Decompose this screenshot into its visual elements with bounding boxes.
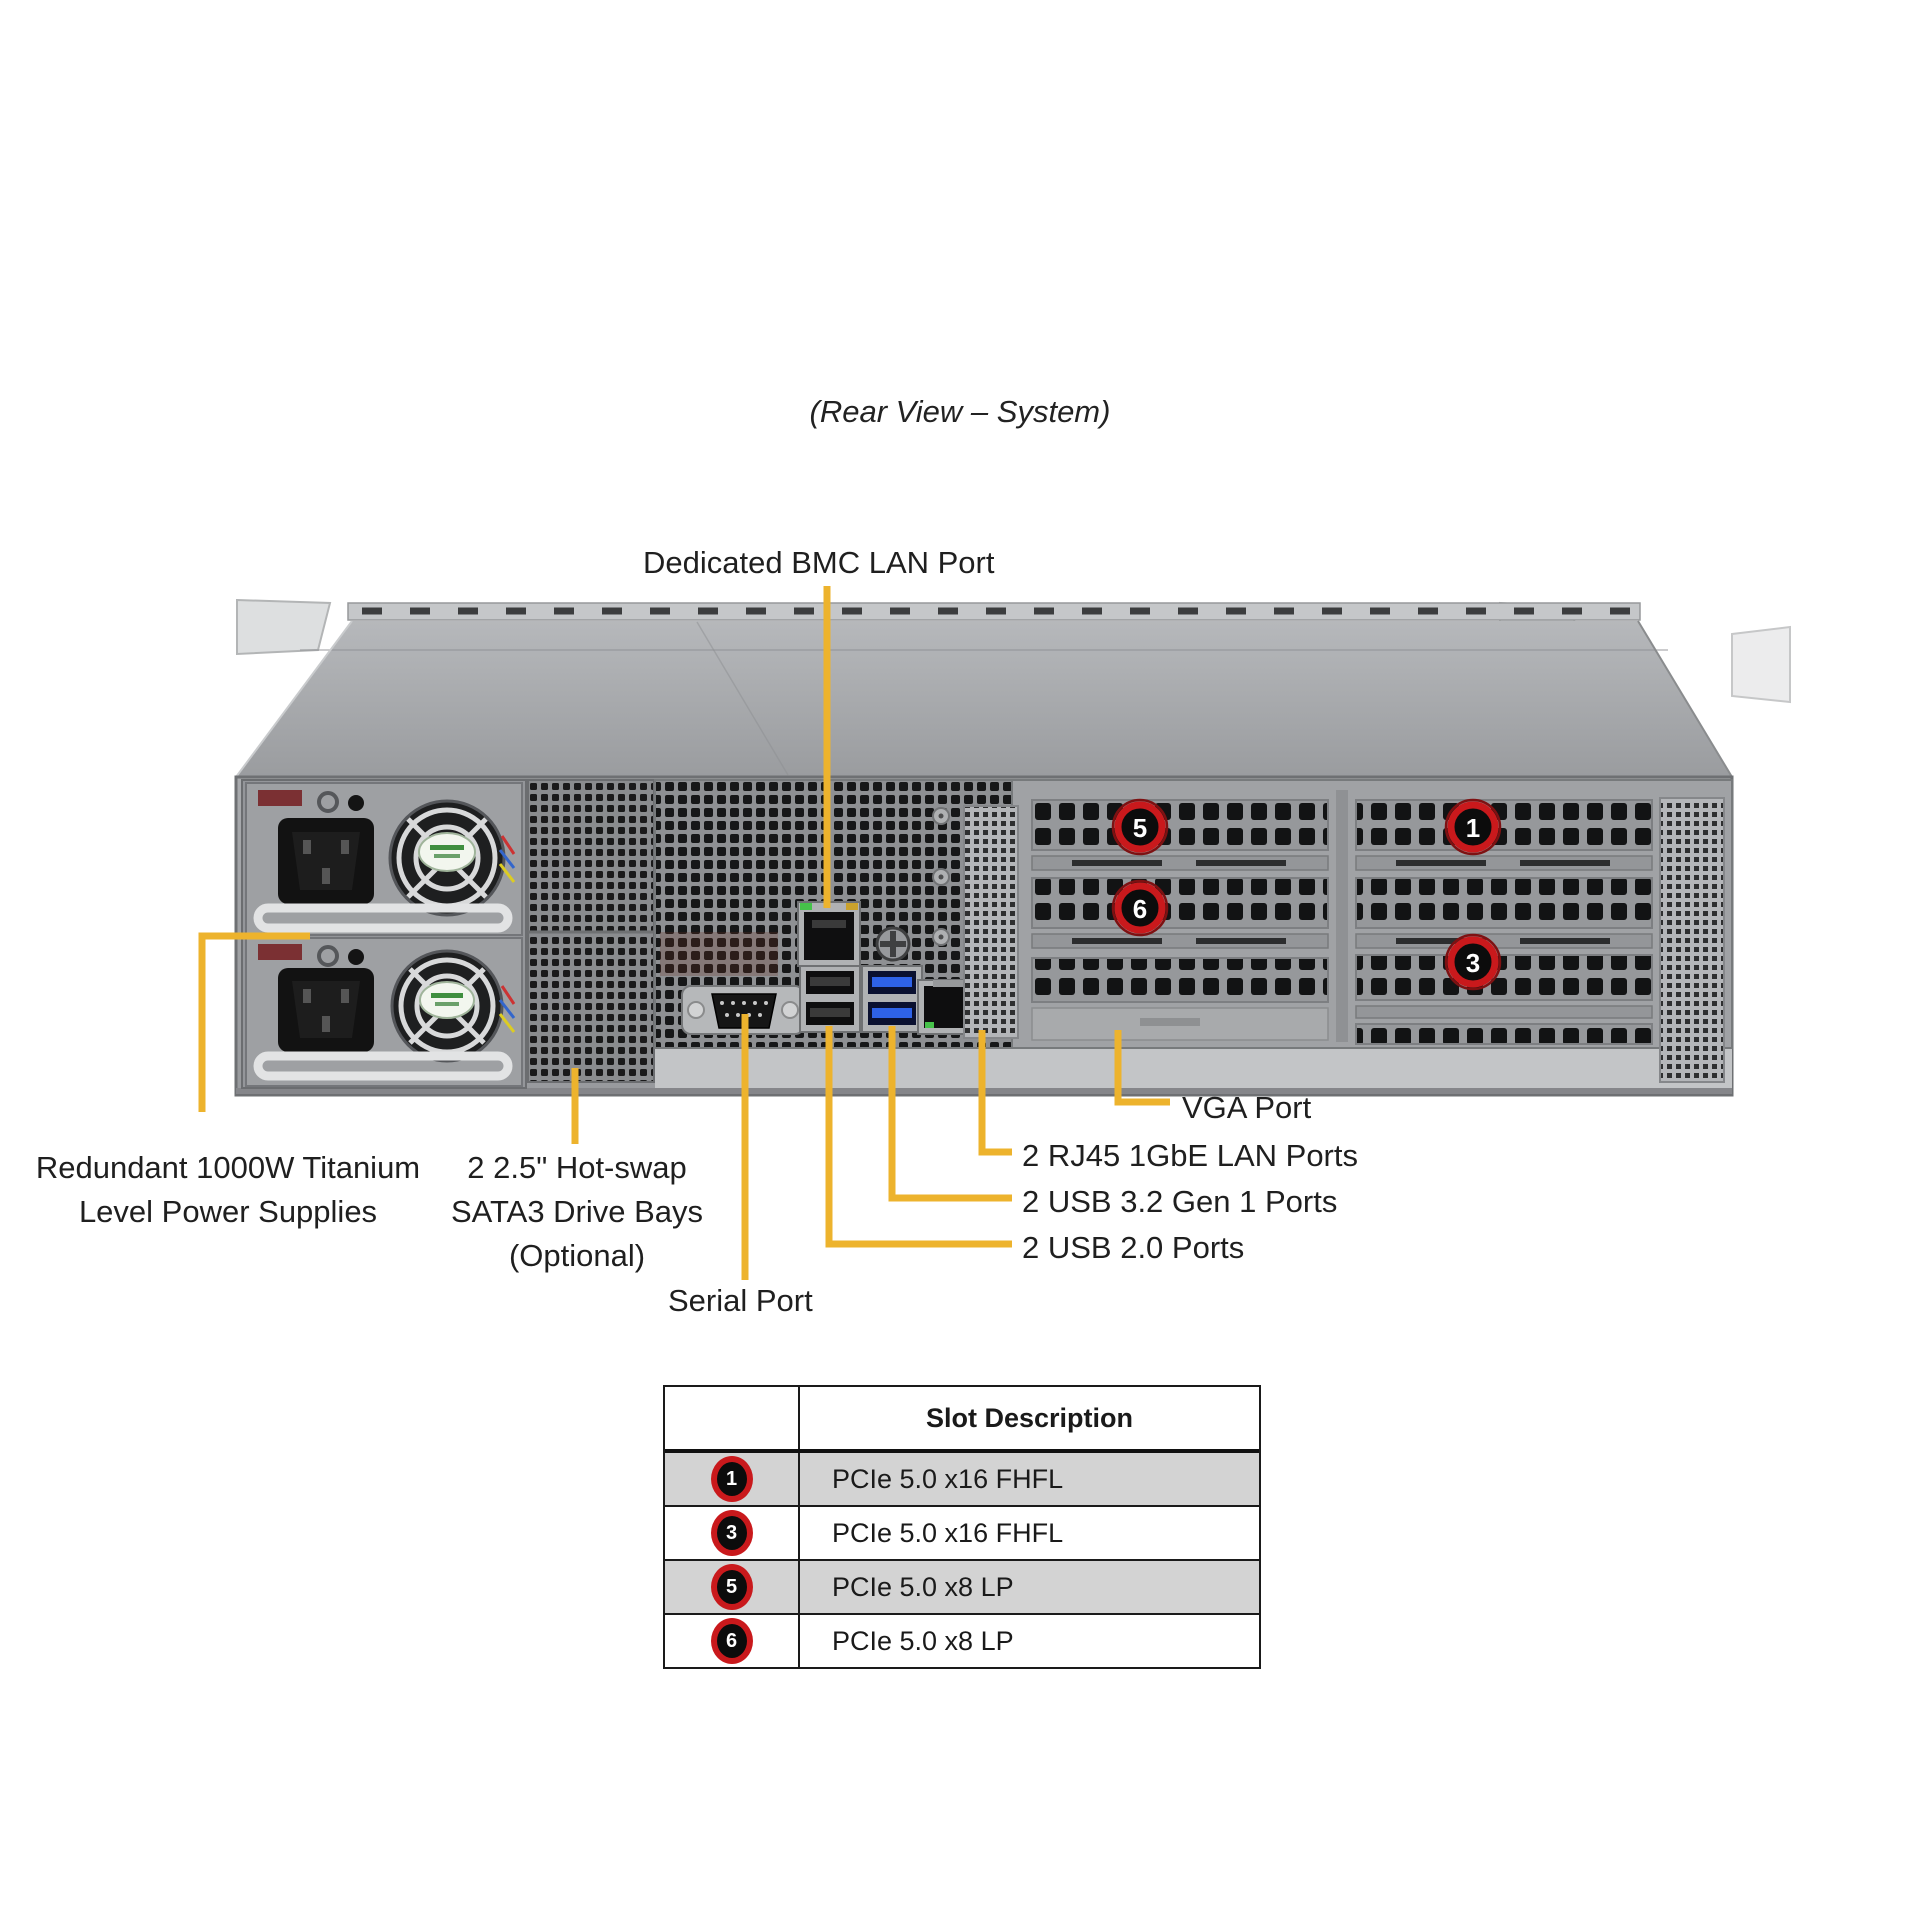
leader-lan bbox=[978, 1030, 1012, 1156]
usb3-ports bbox=[861, 965, 923, 1033]
slot-badge-5: 5 bbox=[710, 1564, 753, 1610]
callout-power-supplies-line2: Level Power Supplies bbox=[78, 1194, 378, 1229]
io-panel bbox=[654, 779, 1167, 1049]
table-row: 6 PCIe 5.0 x8 LP bbox=[665, 1615, 1259, 1667]
io-vent-red bbox=[660, 932, 778, 976]
pcie-lp-column bbox=[1031, 799, 1329, 1041]
pcie-slot-area bbox=[963, 779, 1733, 1083]
pcie-column-divider bbox=[1336, 790, 1348, 1042]
callout-vga: VGA Port bbox=[1182, 1090, 1312, 1125]
callout-usb32: 2 USB 3.2 Gen 1 Ports bbox=[1022, 1184, 1338, 1219]
callout-drive-bays-line2: SATA3 Drive Bays bbox=[450, 1194, 704, 1229]
table-row: 3 PCIe 5.0 x16 FHFL bbox=[665, 1507, 1259, 1561]
leader-vga bbox=[1114, 1030, 1170, 1106]
psu-upper bbox=[245, 782, 523, 936]
leader-usb32 bbox=[888, 1026, 1012, 1202]
callout-power-supplies-line1: Redundant 1000W Titanium bbox=[35, 1150, 421, 1185]
rack-tab-far-right bbox=[1731, 625, 1791, 704]
svg-text:3: 3 bbox=[1466, 948, 1480, 978]
psu-lower bbox=[245, 937, 523, 1087]
slot-description-6: PCIe 5.0 x8 LP bbox=[832, 1625, 1014, 1656]
bmc-lan-port bbox=[797, 901, 861, 967]
diagram-title: (Rear View – System) bbox=[809, 394, 1111, 429]
slot-marker-5: 5 bbox=[1111, 798, 1169, 856]
psu-bay bbox=[241, 779, 527, 1089]
round-vent bbox=[875, 926, 911, 962]
callout-drive-bays: 2 2.5" Hot-swap SATA3 Drive Bays (Option… bbox=[437, 1146, 717, 1278]
callout-drive-bays-line1: 2 2.5" Hot-swap bbox=[467, 1150, 687, 1185]
svg-text:5: 5 bbox=[1133, 813, 1147, 843]
screw-holes bbox=[932, 807, 950, 946]
slot-marker-3: 3 bbox=[1444, 933, 1502, 991]
table-header-description-cell: Slot Description bbox=[925, 1402, 1134, 1433]
svg-text:6: 6 bbox=[1133, 894, 1147, 924]
table-row: 1 PCIe 5.0 x16 FHFL bbox=[665, 1453, 1259, 1507]
rack-ear-left bbox=[236, 598, 332, 656]
slot-badge-6: 6 bbox=[710, 1618, 753, 1664]
psu-lower-handle bbox=[253, 1051, 513, 1081]
psu-upper-latch bbox=[258, 790, 302, 806]
slot-badge-1: 1 bbox=[710, 1456, 753, 1502]
slot-marker-1: 1 bbox=[1444, 798, 1502, 856]
table-header-row: Slot Description bbox=[665, 1387, 1259, 1453]
leader-usb20 bbox=[825, 1026, 1012, 1248]
callout-serial: Serial Port bbox=[668, 1283, 813, 1318]
psu-upper-fan bbox=[388, 799, 506, 917]
pcie-fh-column bbox=[1355, 799, 1653, 1045]
psu-upper-handle bbox=[253, 903, 513, 933]
psu-lower-fan bbox=[390, 949, 504, 1063]
table-header-slot-cell bbox=[665, 1387, 800, 1449]
psu-lower-latch bbox=[258, 944, 302, 960]
chassis-bottom-lip bbox=[655, 1048, 1732, 1090]
callout-usb20: 2 USB 2.0 Ports bbox=[1022, 1230, 1245, 1265]
callout-lan: 2 RJ45 1GbE LAN Ports bbox=[1022, 1138, 1358, 1173]
lp-io-bracket bbox=[963, 805, 1019, 1039]
table-row: 5 PCIe 5.0 x8 LP bbox=[665, 1561, 1259, 1615]
callout-power-supplies: Redundant 1000W Titanium Level Power Sup… bbox=[8, 1146, 448, 1234]
slot-description-5: PCIe 5.0 x8 LP bbox=[832, 1571, 1014, 1602]
leader-power-supplies bbox=[198, 932, 310, 1112]
svg-text:1: 1 bbox=[1466, 813, 1480, 843]
callout-drive-bays-line3: (Optional) bbox=[508, 1238, 646, 1273]
callout-bmc-lan: Dedicated BMC LAN Port bbox=[643, 545, 995, 580]
usb2-ports bbox=[799, 965, 861, 1033]
slot-description-1: PCIe 5.0 x16 FHFL bbox=[832, 1463, 1064, 1494]
slot-marker-6: 6 bbox=[1111, 879, 1169, 937]
slot-description-table: Slot Description 1 PCIe 5.0 x16 FHFL 3 P… bbox=[663, 1385, 1261, 1669]
right-vent-strip bbox=[1659, 797, 1725, 1083]
slot-description-3: PCIe 5.0 x16 FHFL bbox=[832, 1517, 1064, 1548]
chassis-top-lip bbox=[347, 602, 1641, 621]
drive-bay-panel bbox=[527, 779, 655, 1083]
slot-badge-3: 3 bbox=[710, 1510, 753, 1556]
chassis-top-face bbox=[235, 620, 1733, 778]
